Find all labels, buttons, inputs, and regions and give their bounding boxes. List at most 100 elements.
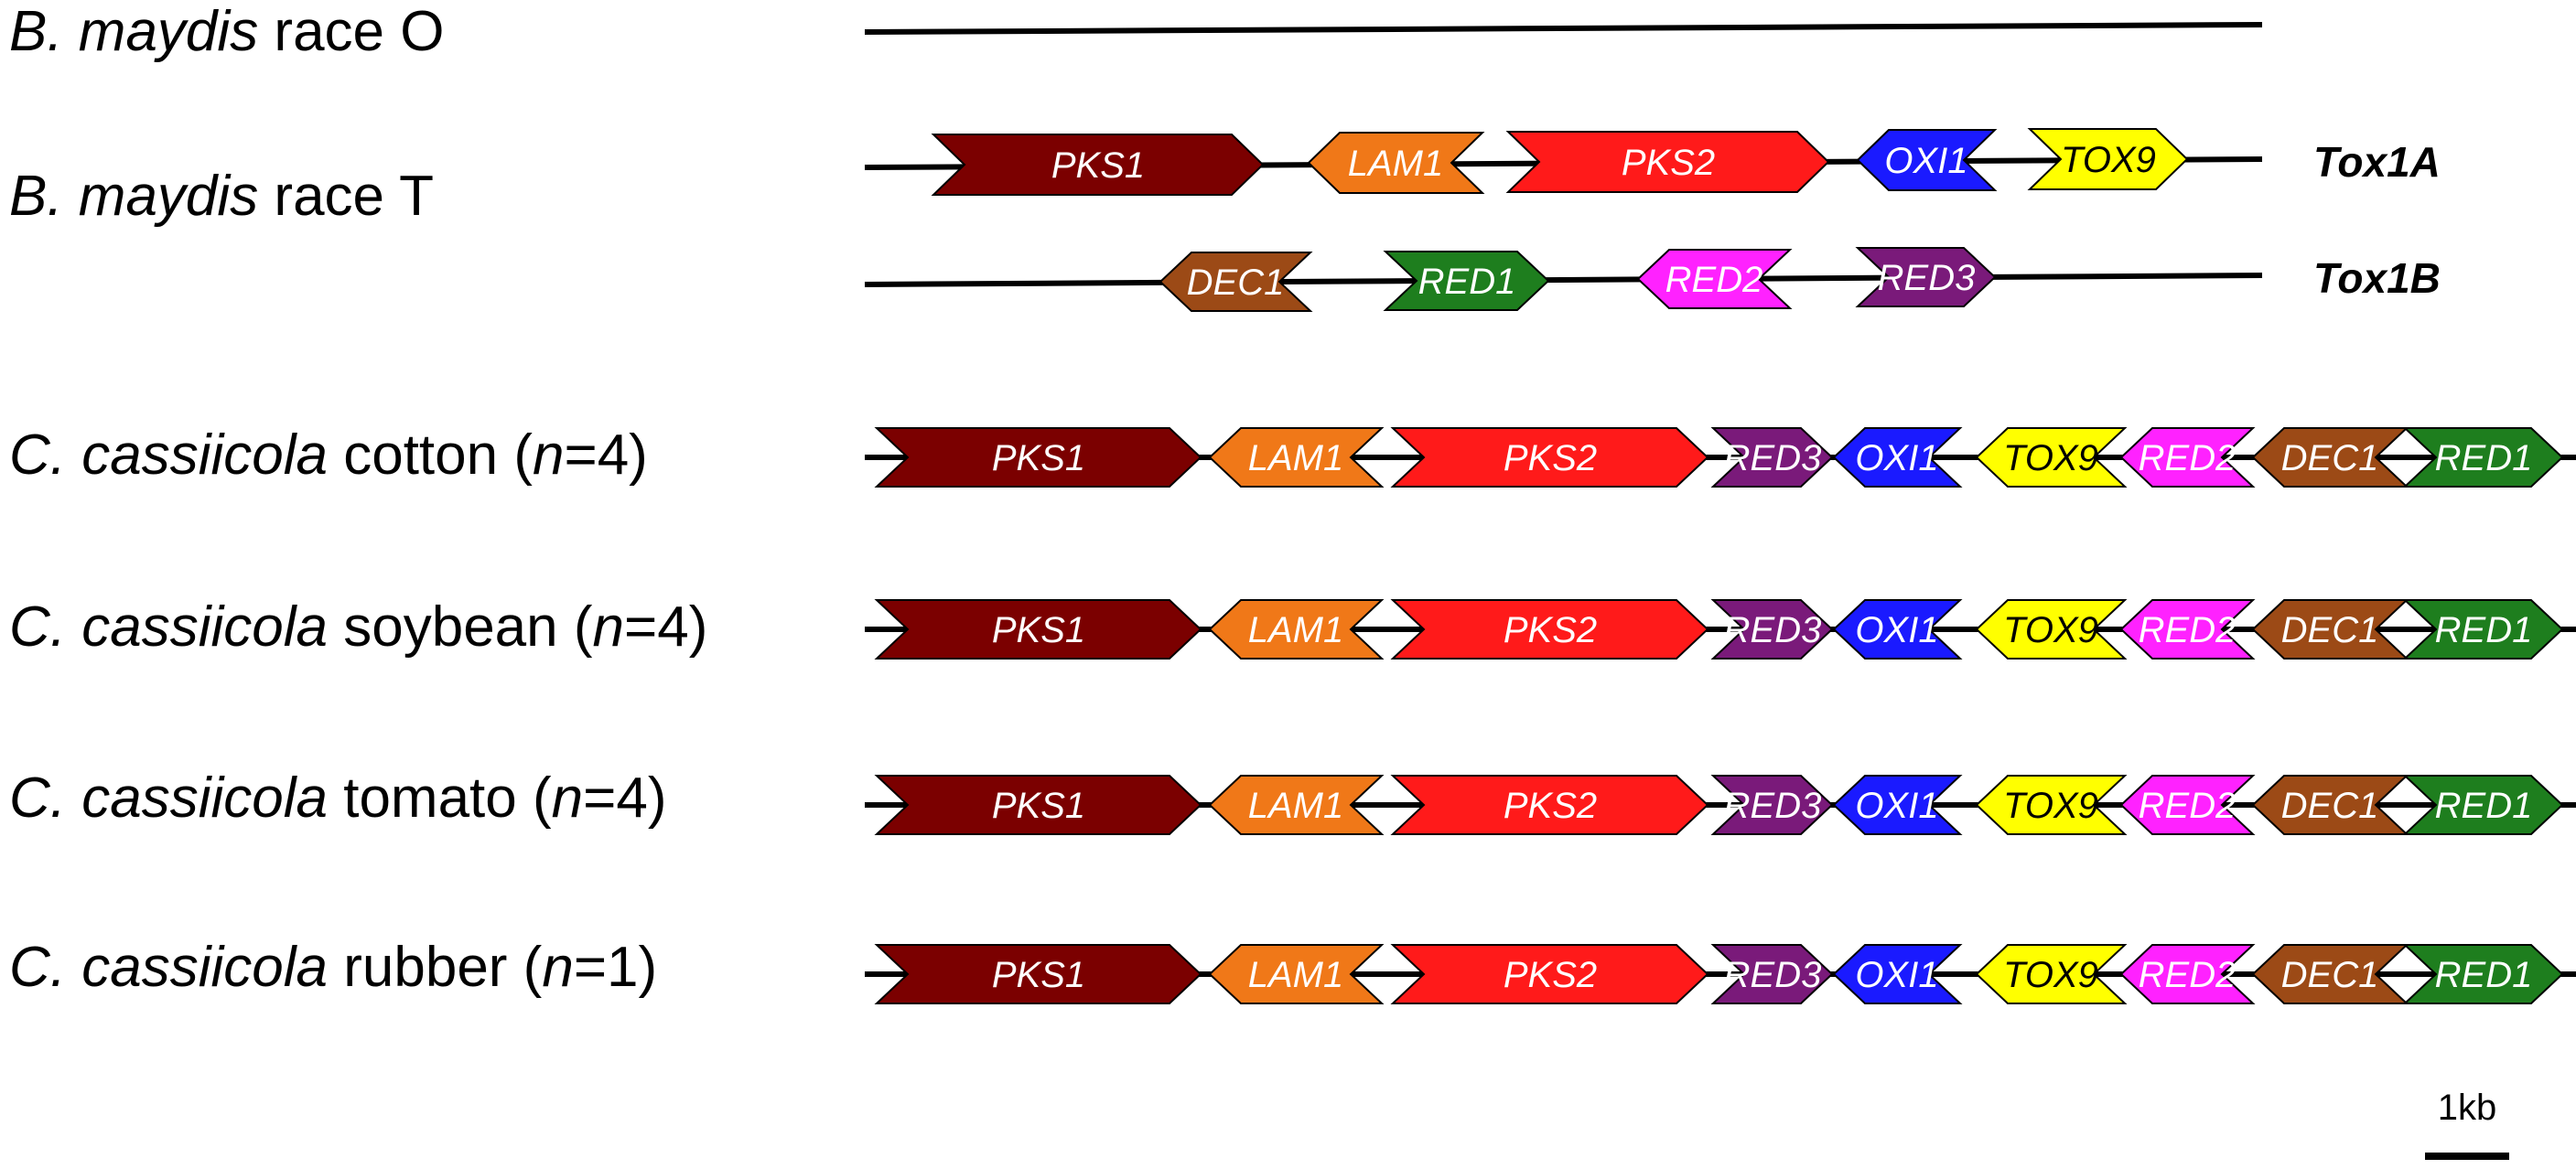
gene-red3-soybean: RED3 <box>1710 599 1834 660</box>
gene-label: RED3 <box>1724 955 1822 995</box>
gene-label: LAM1 <box>1248 786 1344 826</box>
gene-arrow-shape <box>2119 944 2256 1004</box>
gene-label: RED1 <box>2435 438 2533 478</box>
gene-arrow-shape <box>2251 775 2409 835</box>
gene-arrow-shape <box>2402 775 2564 835</box>
row-label-part: tomato ( <box>328 767 552 830</box>
gene-arrow-shape <box>2119 427 2256 488</box>
gene-dec1-tox1b: DEC1 <box>1159 252 1313 312</box>
row-label-part: n <box>533 424 564 487</box>
gene-arrow-shape <box>1832 944 1963 1004</box>
gene-oxi1-tox1a: OXI1 <box>1856 129 1998 191</box>
row-label-part: C. cassiicola <box>9 595 328 659</box>
row-label-part: race O <box>258 0 444 63</box>
gene-label: PKS1 <box>992 438 1085 478</box>
gene-arrow-shape <box>2251 427 2409 488</box>
gene-tox9-cotton: TOX9 <box>1975 427 2128 488</box>
scale-bar: 1kb <box>2425 1088 2509 1160</box>
gene-pks1-cotton: PKS1 <box>874 427 1202 488</box>
gene-red2-tox1b: RED2 <box>1636 249 1793 309</box>
gene-red2-soybean: RED2 <box>2119 599 2256 660</box>
gene-arrow-shape <box>874 427 1202 488</box>
gene-arrow-shape <box>874 599 1202 660</box>
gene-oxi1-cotton: OXI1 <box>1832 427 1963 488</box>
gene-pks1-soybean: PKS1 <box>874 599 1202 660</box>
gene-label: PKS2 <box>1504 955 1597 995</box>
gene-arrow-shape <box>1856 129 1998 191</box>
gene-label: PKS1 <box>992 610 1085 650</box>
row-label-part: =4) <box>624 595 707 659</box>
gene-pks2-tox1a: PKS2 <box>1505 131 1830 193</box>
gene-arrow-shape <box>1390 775 1709 835</box>
gene-pks2-soybean: PKS2 <box>1390 599 1709 660</box>
row-label-part: n <box>542 936 573 999</box>
row-label-bm-race-t: B. maydis race T <box>9 165 434 228</box>
row-label-part: =4) <box>564 424 647 487</box>
gene-label: TOX9 <box>2003 610 2098 650</box>
gene-tox9-soybean: TOX9 <box>1975 599 2128 660</box>
row-label-part: race T <box>258 165 434 228</box>
gene-red3-rubber: RED3 <box>1710 944 1834 1004</box>
gene-arrow-shape <box>931 134 1265 196</box>
row-label-part: cotton ( <box>328 424 533 487</box>
gene-arrow-shape <box>1208 427 1385 488</box>
gene-red1-rubber: RED1 <box>2402 944 2564 1004</box>
gene-label: PKS1 <box>992 955 1085 995</box>
gene-lam1-tox1a: LAM1 <box>1307 132 1485 194</box>
gene-arrow-shape <box>2402 599 2564 660</box>
gene-arrow-shape <box>1307 132 1485 194</box>
gene-arrow-shape <box>1975 599 2128 660</box>
gene-arrow-shape <box>2119 775 2256 835</box>
gene-arrow-shape <box>1208 944 1385 1004</box>
gene-label: TOX9 <box>2003 786 2098 826</box>
gene-arrow-shape <box>1390 944 1709 1004</box>
row-label-cc-tomato: C. cassiicola tomato (n=4) <box>9 767 666 830</box>
gene-red2-cotton: RED2 <box>2119 427 2256 488</box>
gene-label: OXI1 <box>1855 438 1938 478</box>
tox1a-label: Tox1A <box>2313 138 2441 186</box>
gene-arrow-shape <box>2251 944 2409 1004</box>
gene-label: RED1 <box>2435 786 2533 826</box>
row-label-part: =4) <box>583 767 666 830</box>
gene-label: TOX9 <box>2003 955 2098 995</box>
gene-label: DEC1 <box>2281 438 2379 478</box>
gene-label: PKS2 <box>1504 610 1597 650</box>
gene-arrow-shape <box>1832 427 1963 488</box>
gene-pks2-rubber: PKS2 <box>1390 944 1709 1004</box>
gene-label: DEC1 <box>2281 786 2379 826</box>
row-label-part: C. cassiicola <box>9 936 328 999</box>
gene-oxi1-tomato: OXI1 <box>1832 775 1963 835</box>
gene-label: LAM1 <box>1248 438 1344 478</box>
gene-dec1-tomato: DEC1 <box>2251 775 2409 835</box>
gene-pks1-tox1a: PKS1 <box>931 134 1265 196</box>
gene-red1-cotton: RED1 <box>2402 427 2564 488</box>
scale-bar-label: 1kb <box>2438 1088 2497 1128</box>
gene-pks2-cotton: PKS2 <box>1390 427 1709 488</box>
gene-label: TOX9 <box>2061 140 2156 180</box>
gene-label: DEC1 <box>2281 610 2379 650</box>
gene-label: DEC1 <box>1187 263 1285 303</box>
row-label-part: rubber ( <box>328 936 543 999</box>
gene-label: LAM1 <box>1248 610 1344 650</box>
gene-label: OXI1 <box>1855 610 1938 650</box>
gene-red2-tomato: RED2 <box>2119 775 2256 835</box>
gene-tox9-tox1a: TOX9 <box>2027 128 2189 190</box>
gene-arrow-shape <box>1832 599 1963 660</box>
gene-red1-tox1b: RED1 <box>1383 251 1550 311</box>
gene-pks1-rubber: PKS1 <box>874 944 1202 1004</box>
gene-label: RED2 <box>2139 610 2236 650</box>
gene-label: RED2 <box>2139 438 2236 478</box>
gene-arrow-shape <box>2119 599 2256 660</box>
row-label-part: n <box>593 595 624 659</box>
gene-arrow-shape <box>1383 251 1550 311</box>
row-label-part: n <box>552 767 583 830</box>
gene-lam1-tomato: LAM1 <box>1208 775 1385 835</box>
gene-label: PKS2 <box>1504 786 1597 826</box>
row-label-cc-rubber: C. cassiicola rubber (n=1) <box>9 936 657 999</box>
row-label-bm-race-o: B. maydis race O <box>9 0 445 63</box>
row-label-cc-cotton: C. cassiicola cotton (n=4) <box>9 424 648 487</box>
gene-arrow-shape <box>1390 427 1709 488</box>
gene-label: RED2 <box>1665 260 1763 300</box>
